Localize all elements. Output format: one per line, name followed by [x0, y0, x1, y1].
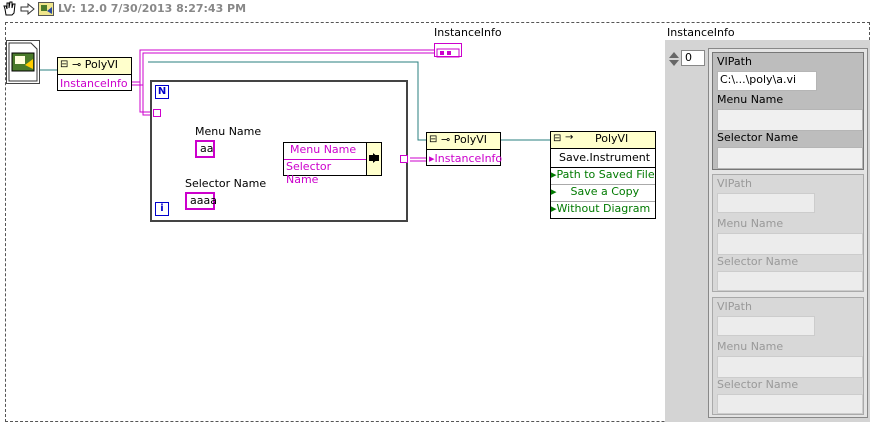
property-node-1-header: ⊟ ⊸ PolyVI: [58, 58, 131, 75]
index-display[interactable]: 0: [681, 50, 705, 66]
param-diagram-text: Without Diagram: [556, 202, 651, 215]
bundle-divider: [284, 159, 367, 160]
param-path-text: Path to Saved File: [556, 168, 655, 181]
vi-reference-constant[interactable]: [6, 40, 40, 84]
param-without-diagram[interactable]: ▸Without Diagram: [551, 202, 651, 215]
cluster-0-vipath-field[interactable]: C:\...\poly\a.vi: [717, 71, 817, 91]
bundle-by-name[interactable]: Menu Name Selector Name: [283, 142, 368, 186]
cluster-1-selector-field[interactable]: [717, 271, 863, 291]
bundle-icon: [369, 153, 379, 163]
cluster-2-menu-field[interactable]: [717, 356, 863, 378]
cluster-0-selector-field[interactable]: [717, 147, 863, 169]
cluster-element-1[interactable]: VIPath Menu Name Selector Name: [712, 174, 864, 292]
invoke-node-header: ⊟ → PolyVI: [551, 132, 655, 149]
invoke-method[interactable]: Save.Instrument: [559, 151, 651, 164]
invoke-node[interactable]: ⊟ → PolyVI Save.Instrument ▸Path to Save…: [550, 131, 656, 219]
output-tunnel[interactable]: [400, 155, 408, 163]
labview-icon: [38, 2, 54, 16]
cluster-1-menu-field[interactable]: [717, 233, 863, 255]
selector-name-label: Selector Name: [185, 177, 267, 190]
instanceinfo-label: InstanceInfo: [434, 26, 502, 39]
property-icon-2: ⊟: [429, 134, 438, 145]
invoke-arrow-icon: →: [565, 132, 574, 143]
param-save-a-copy[interactable]: ▸ Save a Copy: [551, 185, 640, 198]
invoke-divider: [551, 167, 655, 168]
menu-name-label: Menu Name: [195, 125, 262, 138]
property-node-1-title: ⊸ PolyVI: [72, 58, 119, 71]
cluster-2-vipath-label: VIPath: [717, 300, 752, 313]
instanceinfo-indicator[interactable]: [434, 43, 462, 58]
cluster-1-vipath-field[interactable]: [717, 193, 815, 213]
hand-icon[interactable]: [2, 1, 16, 16]
bundle-row-selector-name[interactable]: Selector Name: [286, 160, 332, 186]
cluster-element-0[interactable]: VIPath C:\...\poly\a.vi Menu Name Select…: [712, 52, 864, 170]
menu-name-constant[interactable]: aa: [195, 140, 215, 158]
invoke-icon: ⊟: [553, 133, 562, 144]
cluster-0-menu-label: Menu Name: [717, 93, 784, 106]
vi-icon: [8, 42, 38, 82]
cluster-0-vipath-label: VIPath: [717, 55, 752, 68]
version-text: LV: 12.0 7/30/2013 8:27:43 PM: [58, 2, 247, 15]
loop-iteration-terminal: i: [155, 202, 169, 216]
property-node-1-title-text: PolyVI: [84, 58, 119, 71]
cluster-1-selector-label: Selector Name: [717, 255, 799, 268]
bundle-row-menu-name[interactable]: Menu Name: [290, 143, 357, 156]
cluster-2-selector-field[interactable]: [717, 394, 863, 414]
cluster-0-menu-field[interactable]: [717, 109, 863, 131]
ref-wire: [40, 61, 552, 141]
cluster-element-2[interactable]: VIPath Menu Name Selector Name: [712, 297, 864, 415]
cluster-1-vipath-label: VIPath: [717, 177, 752, 190]
property-icon: ⊟: [60, 59, 69, 70]
invoke-divider-2: [551, 184, 655, 185]
header-bar: LV: 12.0 7/30/2013 8:27:43 PM: [0, 0, 875, 18]
cluster-0-selector-label: Selector Name: [717, 131, 799, 144]
arrow-icon[interactable]: [20, 3, 36, 15]
front-panel-title: InstanceInfo: [667, 26, 735, 39]
property-node-2-title-text: PolyVI: [453, 133, 488, 146]
param-copy-text: Save a Copy: [570, 185, 640, 198]
property-node-1[interactable]: ⊟ ⊸ PolyVI InstanceInfo: [57, 57, 132, 91]
bundle-cluster-terminal: [366, 142, 382, 176]
cluster-array-icon: [436, 48, 460, 58]
index-stepper[interactable]: [667, 50, 681, 68]
invoke-divider-3: [551, 201, 655, 202]
property-node-2-row-text: InstanceInfo: [434, 152, 503, 165]
property-node-2-title: ⊸ PolyVI: [441, 133, 488, 146]
input-tunnel[interactable]: [153, 109, 161, 117]
property-node-2[interactable]: ⊟ ⊸ PolyVI ▸InstanceInfo: [426, 132, 503, 166]
property-node-2-header: ⊟ ⊸ PolyVI: [427, 133, 500, 150]
invoke-node-title: PolyVI: [595, 132, 629, 145]
cluster-2-selector-label: Selector Name: [717, 378, 799, 391]
param-path-to-saved-file[interactable]: ▸Path to Saved File: [551, 168, 655, 181]
cluster-1-menu-label: Menu Name: [717, 217, 784, 230]
property-node-2-row[interactable]: ▸InstanceInfo: [429, 152, 503, 165]
cluster-2-vipath-field[interactable]: [717, 316, 815, 336]
cluster-2-menu-label: Menu Name: [717, 340, 784, 353]
loop-count-terminal[interactable]: N: [155, 85, 169, 99]
stepper-icon: [669, 52, 679, 66]
selector-name-constant[interactable]: aaaa: [185, 192, 217, 210]
property-node-1-row[interactable]: InstanceInfo: [60, 77, 128, 90]
